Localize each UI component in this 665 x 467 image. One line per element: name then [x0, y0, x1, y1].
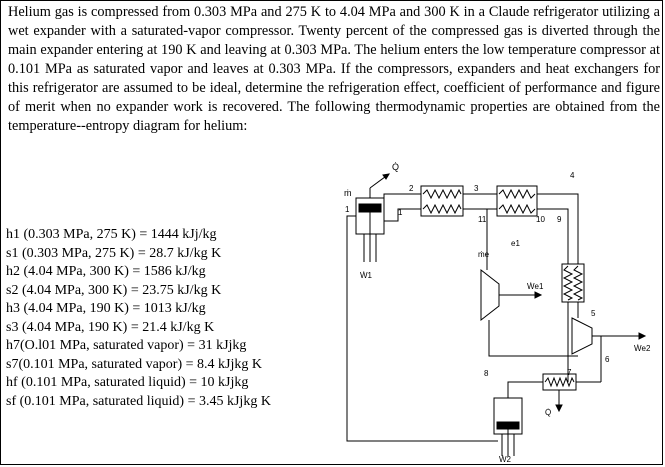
property-h1: h1 (0.303 MPa, 275 K) = 1444 kJj/kg	[6, 227, 217, 242]
state-5-label: 5	[591, 309, 596, 318]
heat-exchanger-2	[496, 185, 538, 217]
state-10-label: 10	[536, 215, 545, 224]
we2-label: Ẇe2	[634, 344, 651, 353]
state-3-label: 3	[474, 184, 479, 193]
state-4-label: 4	[570, 171, 575, 180]
we1-label: Ẇe1	[527, 282, 544, 291]
state-6-label: 6	[605, 355, 610, 364]
e1-label: e1	[511, 239, 520, 248]
expander-e1	[480, 268, 543, 322]
problem-statement: Helium gas is compressed from 0.303 MPa …	[8, 4, 660, 134]
w2-label: Ẇ2	[499, 455, 512, 464]
state-1-right-label: 1	[398, 208, 403, 217]
flow-lines	[346, 193, 602, 442]
claude-refrigerator-diagram: Q̇ ṁ 1 1 2 Ẇ1 3 11	[344, 162, 651, 464]
state-11-label: 11	[478, 215, 487, 224]
property-s3: s3 (4.04 MPa, 190 K) = 21.4 kJ/kg K	[6, 319, 215, 335]
q-top-label: Q̇	[392, 162, 399, 172]
heat-exchanger-1	[420, 185, 464, 217]
me-label: ṁe	[478, 250, 490, 259]
w1-label: Ẇ1	[360, 271, 373, 280]
compressor-1	[355, 173, 390, 262]
heat-exchanger-4	[542, 373, 577, 413]
q-bottom-label: Q̇	[545, 408, 551, 417]
property-hf: hf (0.101 MPa, saturated liquid) = 10 kJ…	[6, 375, 249, 390]
property-s7: s7(0.101 MPa, saturated vapor) = 8.4 kJj…	[6, 356, 262, 372]
compressor-2	[493, 397, 523, 456]
state-9-label: 9	[557, 215, 562, 224]
m-dot-label: ṁ	[344, 188, 352, 198]
state-8-label: 8	[484, 369, 489, 378]
property-h2: h2 (4.04 MPa, 300 K) = 1586 kJ/kg	[6, 264, 206, 279]
state-1-left-label: 1	[345, 205, 350, 214]
property-list: h1 (0.303 MPa, 275 K) = 1444 kJj/kg s1 (…	[6, 226, 306, 411]
property-h3: h3 (4.04 MPa, 190 K) = 1013 kJ/kg	[6, 301, 206, 316]
property-h7: h7(O.l01 MPa, saturated vapor) = 31 kJjk…	[6, 338, 247, 353]
state-2-label: 2	[409, 184, 414, 193]
property-s1: s1 (0.303 MPa, 275 K) = 28.7 kJ/kg K	[6, 245, 222, 261]
property-s2: s2 (4.04 MPa, 300 K) = 23.75 kJ/kg K	[6, 282, 222, 298]
heat-exchanger-3	[561, 263, 585, 303]
state-7-label: 7	[567, 368, 572, 377]
expander-e2	[571, 317, 647, 355]
property-sf: sf (0.101 MPa, saturated liquid) = 3.45 …	[6, 393, 271, 409]
